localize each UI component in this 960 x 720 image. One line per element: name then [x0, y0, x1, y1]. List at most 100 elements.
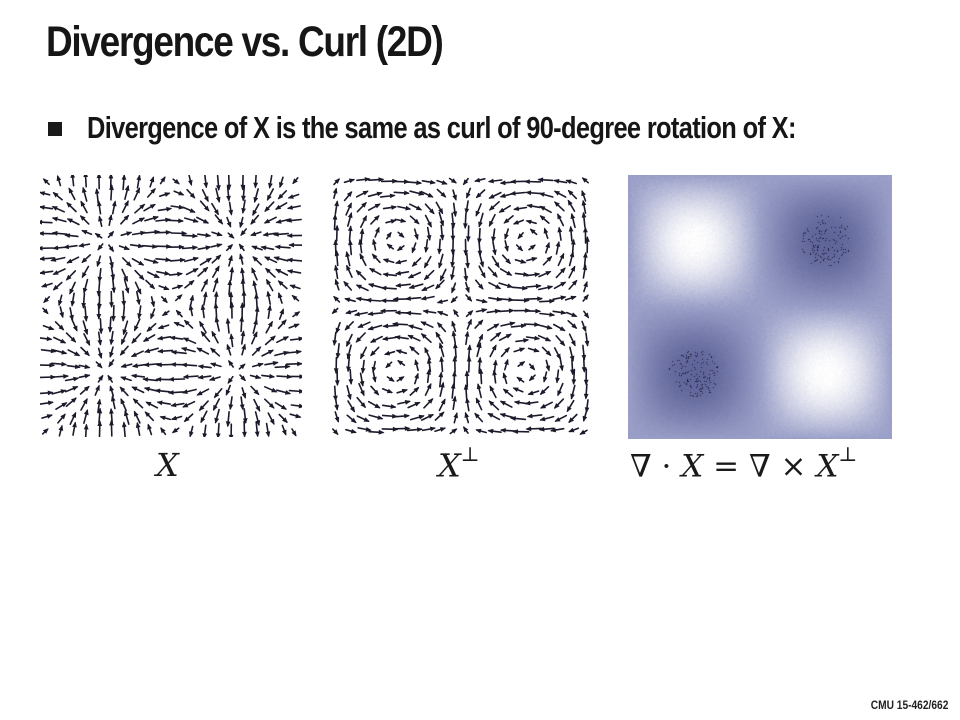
field-x-perp-arrow — [449, 428, 458, 435]
field-x-arrow — [181, 233, 199, 239]
field-x-arrow — [168, 376, 186, 382]
field-x-arrow — [182, 400, 196, 408]
field-x-arrow — [239, 253, 244, 265]
slide-title: Divergence vs. Curl (2D) — [46, 18, 444, 66]
field-x-perp-arrow — [465, 225, 471, 243]
field-x-perp-arrow — [397, 231, 405, 238]
field-x-perp-arrow — [421, 284, 435, 292]
field-x-arrow — [182, 374, 199, 380]
field-x-arrow — [109, 290, 114, 308]
field-x-arrow — [145, 401, 159, 409]
field-x-arrow — [132, 217, 146, 225]
field-x-perp-arrow — [463, 238, 469, 256]
field-x-perp-arrow — [372, 238, 377, 251]
field-x-arrow — [197, 364, 212, 370]
field-x-perp-arrow — [452, 395, 457, 410]
field-x-arrow — [70, 292, 76, 307]
field-x-arrow — [40, 191, 51, 196]
field-x-arrow — [277, 292, 283, 304]
field-x-arrow — [197, 374, 212, 380]
field-x-perp-arrow — [543, 227, 549, 240]
field-x-arrow — [157, 324, 170, 330]
field-x-perp-arrow — [438, 253, 444, 269]
field-x-perp-arrow — [463, 384, 469, 400]
field-x-perp-arrow — [486, 308, 501, 314]
field-x-perp-arrow — [542, 255, 553, 266]
field-x-arrow — [197, 232, 212, 238]
field-x-perp-arrow — [501, 254, 511, 265]
field-x-arrow — [161, 296, 168, 304]
field-x-arrow — [281, 424, 287, 436]
field-x-arrow — [239, 396, 245, 411]
field-x-perp-arrow — [359, 253, 367, 267]
field-x-arrow — [58, 424, 64, 437]
field-x-perp-arrow — [359, 215, 368, 229]
field-x-arrow — [120, 331, 128, 345]
field-x-perp-arrow — [439, 381, 445, 397]
field-x-arrow — [40, 219, 53, 225]
field-x-perp-arrow — [491, 228, 496, 243]
field-x-perp-arrow — [343, 280, 353, 291]
field-x-arrow — [228, 254, 233, 267]
field-x-arrow — [275, 268, 289, 276]
field-x-perp-arrow — [487, 323, 500, 332]
field-x-arrow — [83, 333, 91, 346]
field-x-perp-arrow — [374, 226, 380, 238]
field-x-perp-arrow — [395, 259, 407, 265]
field-x-arrow — [121, 305, 126, 322]
field-x-perp-arrow — [463, 426, 469, 434]
field-x-arrow — [109, 184, 114, 201]
field-x-arrow — [167, 390, 184, 395]
field-x-perp-arrow — [438, 398, 446, 412]
field-x-arrow — [168, 271, 183, 277]
field-x-arrow — [285, 218, 302, 223]
field-x-arrow — [136, 291, 141, 306]
field-x-perp-arrow — [384, 350, 396, 356]
field-x-arrow — [56, 175, 62, 187]
field-x-perp-arrow — [553, 178, 568, 184]
field-x-arrow — [253, 398, 261, 412]
field-x-perp-arrow — [581, 320, 587, 333]
field-x-perp-arrow — [538, 192, 554, 198]
field-x-perp-arrow — [348, 239, 353, 256]
field-x-arrow — [109, 385, 115, 397]
field-x-perp-arrow — [345, 333, 353, 347]
field-x-arrow — [196, 347, 210, 355]
field-x-perp-arrow — [434, 411, 445, 421]
field-x-arrow — [289, 336, 302, 342]
field-x-arrow — [130, 350, 144, 358]
field-x-arrow — [203, 175, 209, 189]
course-footer: CMU 15-462/662 — [870, 698, 948, 712]
field-x-arrow — [97, 374, 104, 383]
field-x-arrow — [96, 175, 102, 190]
field-x-arrow — [265, 422, 271, 437]
field-x-arrow — [144, 347, 159, 354]
field-x-arrow — [81, 254, 92, 264]
field-x-perp-arrow — [465, 252, 470, 269]
field-x-arrow — [83, 305, 89, 322]
field-x-arrow — [263, 216, 277, 224]
field-x-arrow — [210, 362, 222, 368]
field-x-arrow — [200, 278, 208, 292]
field-x-perp-arrow — [537, 334, 552, 342]
field-x-perp-arrow — [435, 331, 444, 344]
field-x-arrow — [175, 294, 183, 302]
field-x-perp-arrow — [436, 179, 448, 185]
field-x-perp-arrow — [334, 411, 340, 423]
field-x-arrow — [228, 201, 234, 216]
field-x-arrow — [54, 321, 65, 331]
field-x-perp-arrow — [334, 278, 340, 291]
field-x-perp-arrow — [477, 356, 483, 373]
field-x-perp-arrow — [358, 238, 363, 254]
field-x-arrow — [78, 364, 91, 369]
field-x-perp-arrow — [528, 363, 536, 371]
field-x-arrow — [239, 315, 245, 333]
field-x-perp-arrow — [504, 358, 509, 371]
field-x-perp-arrow — [465, 281, 470, 294]
field-x-perp-arrow — [436, 188, 447, 198]
field-x-arrow — [228, 396, 234, 411]
dot-operator: · — [661, 448, 672, 485]
field-x-perp-arrow — [333, 264, 339, 280]
field-x-perp-arrow — [424, 214, 432, 228]
field-x-perp-arrow — [343, 178, 356, 184]
